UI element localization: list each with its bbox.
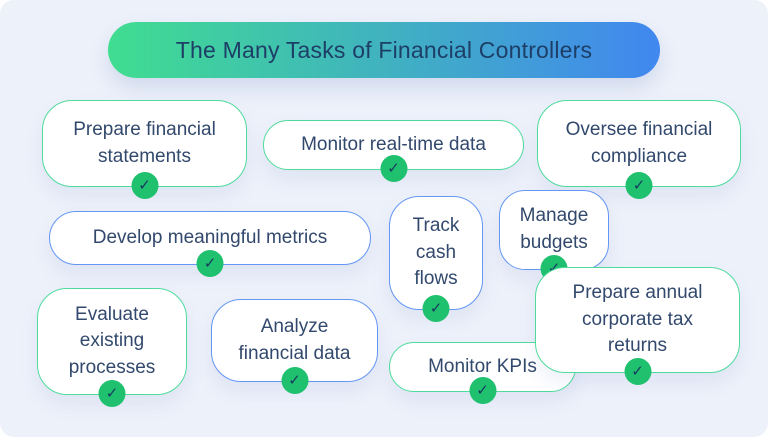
task-card-evaluate-existing-processes: Evaluate existing processes ✓ xyxy=(37,288,187,407)
title-banner: The Many Tasks of Financial Controllers xyxy=(108,22,660,78)
check-icon: ✓ xyxy=(625,172,653,199)
task-label: Develop meaningful metrics xyxy=(92,226,328,248)
check-icon: ✓ xyxy=(281,367,308,394)
task-label: Prepare financial statements xyxy=(73,118,216,167)
task-label: Manage budgets xyxy=(519,205,589,253)
page-title: The Many Tasks of Financial Controllers xyxy=(175,36,593,63)
check-icon: ✓ xyxy=(131,172,158,199)
task-card-track-cash-flows: Track cash flows ✓ xyxy=(389,196,483,322)
task-card-develop-meaningful-metrics: Develop meaningful metrics ✓ xyxy=(49,211,371,277)
task-card-prepare-financial-statements: Prepare financial statements ✓ xyxy=(42,100,247,199)
task-card-manage-budgets: Manage budgets ✓ xyxy=(499,190,609,282)
check-icon: ✓ xyxy=(380,155,407,182)
task-card-oversee-financial-compliance: Oversee financial compliance ✓ xyxy=(537,100,741,199)
task-card-monitor-real-time-data: Monitor real-time data ✓ xyxy=(263,120,524,182)
check-icon: ✓ xyxy=(469,377,496,404)
task-label: Prepare annual corporate tax returns xyxy=(572,282,703,357)
task-label: Monitor real-time data xyxy=(301,133,486,155)
check-icon: ✓ xyxy=(624,358,651,385)
task-label: Oversee financial compliance xyxy=(565,118,713,167)
task-label: Analyze financial data xyxy=(238,315,351,364)
check-icon: ✓ xyxy=(422,295,450,322)
check-icon: ✓ xyxy=(196,250,224,277)
check-icon: ✓ xyxy=(98,380,126,407)
task-card-prepare-annual-corporate-tax-returns: Prepare annual corporate tax returns ✓ xyxy=(535,267,740,385)
task-card-analyze-financial-data: Analyze financial data ✓ xyxy=(211,299,378,394)
task-label: Monitor KPIs xyxy=(428,355,537,377)
task-label: Track cash flows xyxy=(412,215,460,290)
task-label: Evaluate existing processes xyxy=(68,303,156,378)
